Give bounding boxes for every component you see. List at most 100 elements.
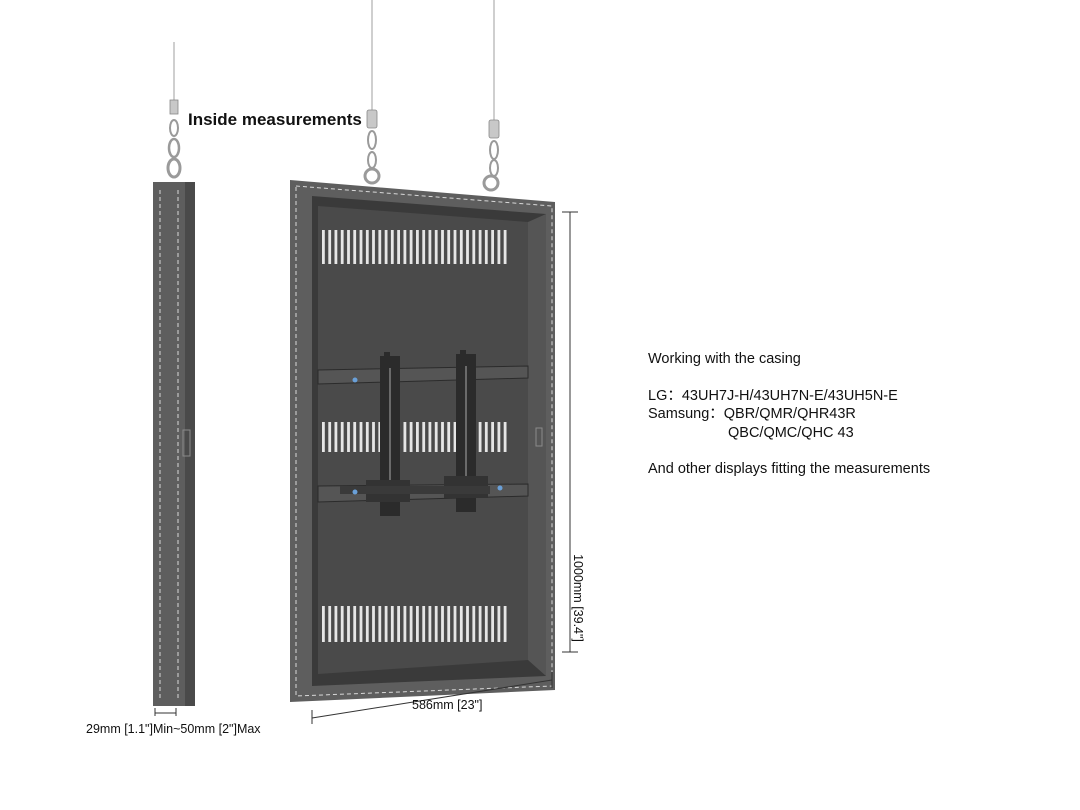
vent-slot (491, 606, 494, 642)
vent-slots-middle (322, 422, 507, 452)
vent-slot (340, 422, 344, 452)
vent-slot (497, 606, 501, 642)
vent-slot (365, 422, 369, 452)
vent-slot (447, 422, 451, 452)
vent-slot (441, 422, 444, 452)
side-hanging-cable (166, 42, 182, 179)
info-footer: And other displays fitting the measureme… (648, 461, 931, 477)
vent-slot (447, 230, 451, 264)
vent-slot (372, 230, 375, 264)
vent-slot (397, 230, 400, 264)
vent-slot (403, 606, 407, 642)
info-heading: Working with the casing (648, 351, 801, 367)
vent-slot (453, 230, 457, 264)
vent-slot (484, 422, 488, 452)
vent-slot (378, 422, 382, 452)
vent-slot (340, 230, 344, 264)
samsung-models-1: QBR/QMR/QHR43R (723, 406, 856, 422)
vent-slot (453, 422, 457, 452)
samsung-row-2: QBC/QMC/QHC 43 (648, 424, 930, 443)
vent-slot (334, 606, 338, 642)
vent-slot (422, 230, 426, 264)
vent-slot (441, 230, 444, 264)
lg-row: LG：43UH7J-H/43UH7N-E/43UH5N-E (648, 387, 930, 406)
vent-slot (497, 230, 501, 264)
vent-slot (372, 422, 375, 452)
vent-slot (466, 606, 469, 642)
vent-slot (422, 422, 426, 452)
vent-slot (422, 606, 426, 642)
vent-slot (503, 422, 507, 452)
vent-slot (372, 606, 375, 642)
vent-slot (441, 606, 444, 642)
vent-slot (428, 230, 432, 264)
vent-slot (416, 606, 419, 642)
vent-slot (322, 230, 325, 264)
compatibility-info: Working with the casing LG：43UH7J-H/43UH… (648, 350, 930, 479)
vent-slot (347, 606, 350, 642)
vent-slot (359, 422, 363, 452)
vent-slot (347, 422, 350, 452)
vent-slot (484, 606, 488, 642)
vent-slot (491, 230, 494, 264)
vent-slot (384, 230, 388, 264)
vent-slot (322, 606, 325, 642)
vent-slot (378, 606, 382, 642)
vent-slot (453, 606, 457, 642)
samsung-label: Samsung： (648, 406, 724, 422)
vent-slot (390, 230, 394, 264)
vent-slot (472, 230, 476, 264)
vent-slot (334, 422, 338, 452)
vent-slot (384, 606, 388, 642)
vent-slot (403, 230, 407, 264)
vent-slots-top (322, 230, 507, 264)
vent-slot (359, 230, 363, 264)
vent-slot (353, 422, 357, 452)
depth-dimension-label: 29mm [1.1"]Min~50mm [2"]Max (86, 722, 261, 736)
vent-slot (409, 422, 413, 452)
vent-slot (434, 422, 438, 452)
vent-slot (390, 606, 394, 642)
lg-label: LG： (648, 387, 682, 404)
vent-slot (403, 422, 407, 452)
vent-slots-bottom (322, 606, 507, 642)
vent-slot (459, 230, 463, 264)
vent-slot (416, 422, 419, 452)
vent-slot (472, 606, 476, 642)
vent-slot (503, 230, 507, 264)
width-dimension-line (311, 672, 553, 724)
vent-slot (334, 230, 338, 264)
vent-slot (428, 606, 432, 642)
vent-slot (497, 422, 501, 452)
vent-slot (328, 606, 332, 642)
vent-slot (353, 606, 357, 642)
samsung-row: Samsung：QBR/QMR/QHR43R (648, 405, 930, 424)
vent-slot (478, 422, 482, 452)
vent-slot (491, 422, 494, 452)
mounting-bracket (317, 350, 529, 516)
vent-slot (378, 230, 382, 264)
vent-slot (365, 606, 369, 642)
vent-slot (359, 606, 363, 642)
vent-slot (478, 606, 482, 642)
vent-slot (353, 230, 357, 264)
vent-slot (428, 422, 432, 452)
vent-slot (503, 606, 507, 642)
vent-slot (447, 606, 451, 642)
vent-slot (409, 230, 413, 264)
vent-slot (322, 422, 325, 452)
vent-slot (466, 230, 469, 264)
vent-slot (416, 230, 419, 264)
vent-slot (328, 422, 332, 452)
width-dimension-label: 586mm [23"] (412, 698, 483, 712)
height-dimension-line (562, 211, 578, 653)
height-dimension-label: 1000mm [39.4"] (571, 554, 585, 642)
casing-side-view (153, 182, 195, 716)
vent-slot (365, 230, 369, 264)
vent-slot (328, 230, 332, 264)
vent-slot (484, 230, 488, 264)
vent-slot (397, 606, 400, 642)
title: Inside measurements (188, 110, 362, 129)
vent-slot (434, 606, 438, 642)
